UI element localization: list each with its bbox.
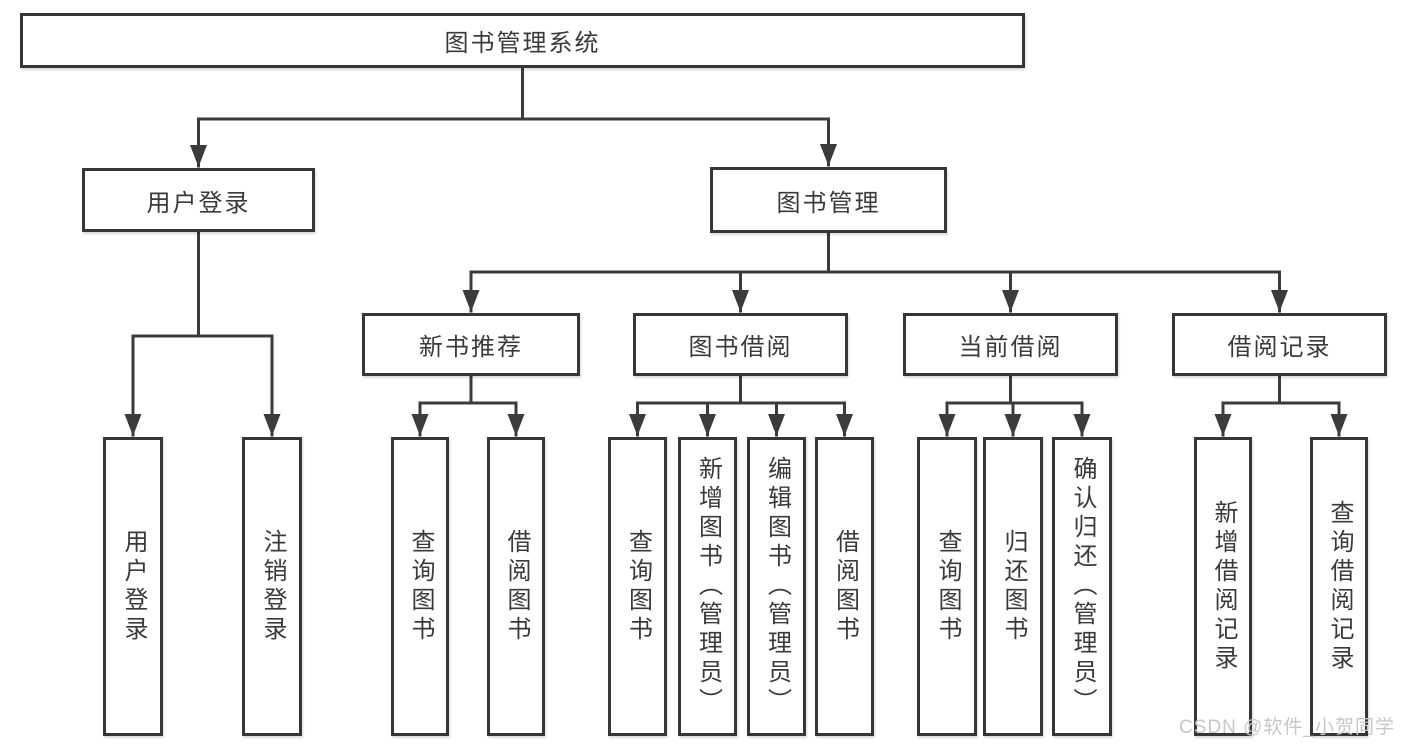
- leaf-borrow-book-label: 借阅图书: [831, 528, 859, 645]
- leaf-user-login: 用户登录: [103, 437, 163, 736]
- leaf-edit-book-admin-label: 编辑图书（管理员）: [763, 456, 791, 717]
- leaf-query-books-borrow: 查询图书: [608, 437, 667, 736]
- leaf-logout-label: 注销登录: [259, 528, 286, 645]
- leaf-return-book-label: 归还图书: [1000, 528, 1027, 645]
- node-borrow-records-label: 借阅记录: [1227, 334, 1332, 361]
- connector-book-management-to-level3: [462, 231, 1288, 313]
- leaf-return-book: 归还图书: [983, 437, 1043, 736]
- leaf-query-books-recommend-label: 查询图书: [407, 528, 434, 645]
- node-book-borrow: 图书借阅: [633, 313, 848, 376]
- node-root-label: 图书管理系统: [444, 30, 601, 57]
- leaf-query-borrow-record: 查询借阅记录: [1310, 437, 1368, 736]
- leaf-query-books-borrow-label: 查询图书: [624, 528, 652, 645]
- leaf-borrow-book-recommend: 借阅图书: [487, 437, 545, 736]
- leaf-confirm-return-admin: 确认归还（管理员）: [1052, 437, 1112, 736]
- connector-user-login-to-leaves: [124, 230, 281, 437]
- leaf-confirm-return-admin-label: 确认归还（管理员）: [1069, 456, 1096, 717]
- node-book-management-label: 图书管理: [776, 189, 881, 217]
- csdn-watermark: CSDN @软件_小贺同学: [1179, 717, 1395, 738]
- node-user-login-label: 用户登录: [146, 189, 251, 217]
- leaf-borrow-book-recommend-label: 借阅图书: [503, 528, 530, 645]
- leaf-query-books-recommend: 查询图书: [391, 437, 449, 736]
- leaf-add-borrow-record: 新增借阅记录: [1194, 437, 1252, 736]
- leaf-user-login-label: 用户登录: [120, 528, 147, 645]
- connector-root-to-level2: [190, 66, 837, 168]
- node-book-borrow-label: 图书借阅: [688, 334, 793, 361]
- connector-borrow-records-to-leaves: [1214, 374, 1348, 437]
- connector-current-borrow-to-leaves: [938, 374, 1091, 437]
- leaf-borrow-book: 借阅图书: [815, 437, 874, 736]
- leaf-query-books-current: 查询图书: [917, 437, 977, 736]
- leaf-add-book-admin: 新增图书（管理员）: [678, 437, 737, 736]
- node-current-borrow-label: 当前借阅: [958, 334, 1063, 361]
- node-user-login: 用户登录: [82, 168, 315, 232]
- node-borrow-records: 借阅记录: [1172, 313, 1387, 376]
- leaf-add-book-admin-label: 新增图书（管理员）: [694, 456, 722, 717]
- node-new-book-recommend: 新书推荐: [362, 313, 580, 376]
- node-current-borrow: 当前借阅: [903, 313, 1118, 376]
- leaf-logout: 注销登录: [242, 437, 302, 736]
- node-book-management: 图书管理: [710, 167, 947, 233]
- leaf-query-books-current-label: 查询图书: [934, 528, 961, 645]
- node-root: 图书管理系统: [20, 13, 1025, 68]
- connector-new-book-recommend-to-leaves: [411, 374, 525, 437]
- leaf-query-borrow-record-label: 查询借阅记录: [1326, 499, 1353, 674]
- connector-book-borrow-to-leaves: [629, 374, 853, 437]
- leaf-add-borrow-record-label: 新增借阅记录: [1210, 499, 1237, 674]
- leaf-edit-book-admin: 编辑图书（管理员）: [747, 437, 806, 736]
- node-new-book-recommend-label: 新书推荐: [419, 334, 523, 361]
